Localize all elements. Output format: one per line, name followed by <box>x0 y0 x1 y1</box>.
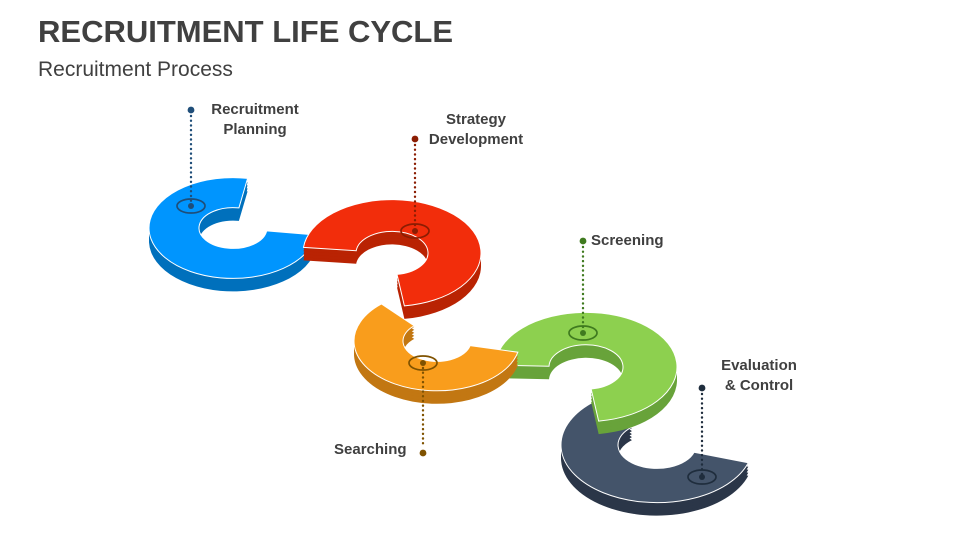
slide-title: RECRUITMENT LIFE CYCLE <box>38 14 454 49</box>
step-label-line: Screening <box>591 232 664 249</box>
segment-screening <box>494 311 678 422</box>
segment-recruitment-planning <box>148 177 317 279</box>
target-marker-dot-evaluation-control <box>699 474 705 480</box>
slide-subtitle: Recruitment Process <box>38 58 233 81</box>
target-marker-icon-recruitment-planning <box>176 198 206 214</box>
step-label-line: Recruitment <box>211 101 299 118</box>
target-marker-dot-searching <box>420 360 426 366</box>
target-marker-dot-strategy-development <box>412 228 418 234</box>
segment-searching <box>353 303 519 392</box>
target-marker-icon-strategy-development <box>400 223 430 239</box>
step-label-screening: Screening <box>591 231 664 251</box>
step-label-line: Planning <box>223 120 287 138</box>
target-marker-dot-screening <box>580 330 586 336</box>
step-label-recruitment-planning: Recruitment Planning <box>203 100 307 140</box>
step-label-searching: Searching <box>334 440 407 460</box>
target-marker-icon-screening <box>568 325 598 341</box>
step-label-strategy-development: Strategy Development <box>413 110 539 150</box>
step-label-line: Strategy <box>445 111 507 128</box>
step-label-line: Development <box>428 130 524 148</box>
step-label-evaluation-control: Evaluation & Control <box>706 356 812 396</box>
step-label-line: & Control <box>724 376 794 394</box>
leader-dot-strategy-development <box>411 135 419 143</box>
leader-dot-recruitment-planning <box>187 106 195 114</box>
target-marker-icon-searching <box>408 355 438 371</box>
target-marker-icon-evaluation-control <box>687 469 717 485</box>
step-label-line: Evaluation <box>721 357 797 374</box>
segment-strategy-development <box>302 199 482 307</box>
leader-dot-evaluation-control <box>698 384 706 392</box>
target-marker-dot-recruitment-planning <box>188 203 194 209</box>
leader-dot-screening <box>579 237 587 245</box>
leader-dot-searching <box>419 449 427 457</box>
step-label-line: Searching <box>334 441 407 458</box>
